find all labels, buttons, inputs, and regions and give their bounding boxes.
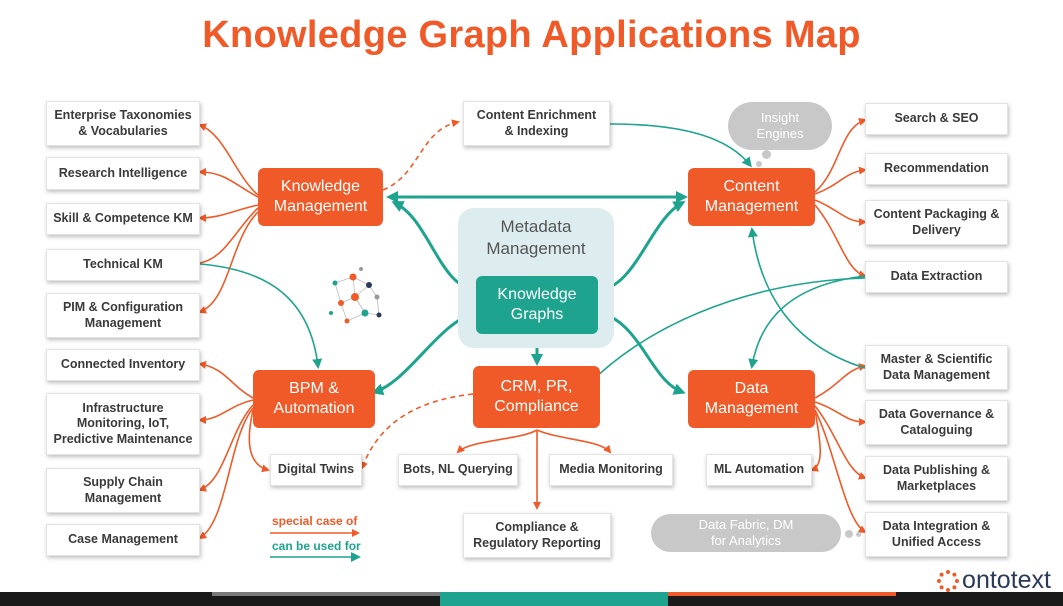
box-data-extraction[interactable]: Data Extraction: [865, 261, 1008, 293]
cloud-bubble: [762, 150, 771, 159]
edge-bpm-infra: [198, 399, 254, 424]
edge-dm-publishing: [814, 405, 867, 480]
edge-bpm-inventory: [198, 361, 254, 399]
box-content-packaging[interactable]: Content Packaging & Delivery: [865, 200, 1008, 245]
edge-enrichment-cm: [609, 123, 752, 168]
edge-km-enrichment-dashed: [382, 119, 460, 191]
hub-content-management[interactable]: Content Management: [688, 168, 815, 226]
page-title: Knowledge Graph Applications Map: [202, 14, 861, 56]
box-digital-twins[interactable]: Digital Twins: [270, 454, 362, 486]
box-search-seo[interactable]: Search & SEO: [865, 103, 1008, 135]
footer-accent: [212, 592, 440, 596]
brand-name: ontotext: [962, 566, 1051, 594]
box-supply-chain[interactable]: Supply Chain Management: [46, 468, 200, 513]
edge-km-technical: [199, 207, 259, 264]
legend-special-case: special case of: [272, 514, 358, 528]
edge-km-taxonomies: [198, 123, 259, 196]
edge-master-cm: [747, 227, 866, 369]
ontotext-logo: ontotext: [936, 566, 1051, 595]
box-recommendation[interactable]: Recommendation: [865, 153, 1008, 185]
edge-extraction-dm: [748, 275, 866, 369]
metadata-management-label: Metadata Management: [486, 217, 586, 259]
edge-km-research: [198, 168, 259, 198]
cloud-insight-engines: Insight Engines: [728, 102, 832, 150]
edge-bpm-supply: [198, 404, 254, 492]
box-data-governance[interactable]: Data Governance & Cataloguing: [865, 400, 1008, 445]
box-compliance-regulatory[interactable]: Compliance & Regulatory Reporting: [463, 513, 611, 558]
box-research-intelligence[interactable]: Research Intelligence: [46, 157, 200, 190]
edge-cm-recommend: [814, 166, 867, 195]
box-connected-inventory[interactable]: Connected Inventory: [46, 349, 200, 381]
network-graph-icon: [329, 267, 382, 324]
box-content-enrichment[interactable]: Content Enrichment & Indexing: [463, 101, 610, 146]
hub-knowledge-management[interactable]: Knowledge Management: [258, 168, 383, 226]
box-bots-nl-querying[interactable]: Bots, NL Querying: [398, 454, 518, 486]
edge-crm-twins-dashed: [360, 393, 474, 470]
box-data-publishing[interactable]: Data Publishing & Marketplaces: [865, 456, 1008, 501]
edge-dm-integration: [814, 409, 867, 534]
edge-dm-ml: [810, 409, 822, 472]
box-pim-configuration[interactable]: PIM & Configuration Management: [46, 293, 200, 338]
edge-dm-governance: [814, 401, 867, 426]
hub-crm-pr-compliance[interactable]: CRM, PR, Compliance: [473, 366, 600, 428]
cloud-data-fabric: Data Fabric, DM for Analytics: [651, 514, 841, 552]
edge-dm-master: [814, 363, 867, 399]
edge-km-skill: [198, 204, 259, 222]
edge-bpm-twins: [248, 409, 270, 473]
box-infrastructure-monitoring[interactable]: Infrastructure Monitoring, IoT, Predicti…: [46, 393, 200, 455]
ontotext-logo-icon: [937, 569, 960, 592]
cloud-bubble: [845, 530, 853, 538]
edge-technical-bpm: [199, 263, 323, 369]
legend-can-be-used: can be used for: [272, 539, 361, 553]
box-data-integration[interactable]: Data Integration & Unified Access: [865, 512, 1008, 557]
box-master-scientific-data[interactable]: Master & Scientific Data Management: [865, 345, 1008, 390]
box-technical-km[interactable]: Technical KM: [46, 249, 200, 281]
edge-crm-media: [536, 429, 612, 454]
box-skill-competence-km[interactable]: Skill & Competence KM: [46, 203, 200, 235]
knowledge-graphs-core[interactable]: Knowledge Graphs: [476, 276, 598, 334]
footer-accent: [668, 592, 896, 596]
hub-bpm-automation[interactable]: BPM & Automation: [253, 370, 375, 428]
edge-cm-packaging: [814, 199, 867, 226]
edge-crm-bots: [456, 429, 538, 454]
edge-bpm-case: [198, 407, 254, 540]
footer-bar: [0, 592, 1063, 606]
edge-extraction-crm: [582, 277, 866, 391]
box-ml-automation[interactable]: ML Automation: [706, 454, 812, 486]
edge-cm-search: [814, 118, 867, 193]
cloud-bubble: [856, 532, 861, 537]
cloud-bubble: [756, 161, 762, 167]
hub-data-management[interactable]: Data Management: [688, 370, 815, 428]
edge-km-pim: [198, 211, 259, 314]
edge-cm-extraction: [814, 204, 867, 279]
box-enterprise-taxonomies[interactable]: Enterprise Taxonomies & Vocabularies: [46, 101, 200, 146]
box-media-monitoring[interactable]: Media Monitoring: [549, 454, 673, 486]
box-case-management[interactable]: Case Management: [46, 524, 200, 556]
